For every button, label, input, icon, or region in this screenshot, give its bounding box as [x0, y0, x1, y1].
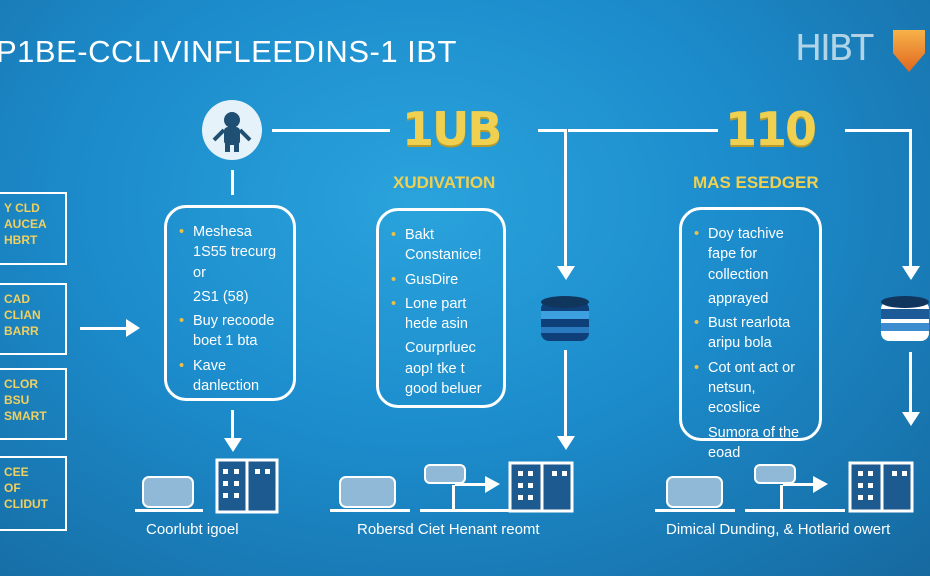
arrow-down-icon — [557, 436, 575, 450]
left-box-2: CAD CLIAN BARR — [0, 283, 67, 355]
box-item: Courprluec aop! tke t good beluer — [405, 340, 482, 398]
arrow-down-icon — [902, 266, 920, 280]
left-box-line: SMART — [4, 409, 47, 424]
caption-1: Coorlubt igoel — [146, 521, 239, 538]
left-box-line: AUCEA — [4, 217, 47, 232]
connector-line — [845, 129, 911, 132]
building-icon — [508, 461, 574, 513]
left-box-4: CEE OF CLIDUT — [0, 456, 67, 531]
step-box-3: Doy tachive fape for collection apprayed… — [679, 207, 822, 461]
connector-line — [538, 129, 566, 132]
building-icon — [848, 461, 914, 513]
box-item: Bakt Constanice! — [391, 225, 491, 266]
laptop-icon — [330, 476, 410, 512]
box-item: Kave danlection — [179, 356, 281, 397]
connector-line — [564, 350, 567, 438]
left-box-line: CLIDUT — [4, 497, 48, 512]
device-group-2 — [330, 461, 574, 513]
logo: HIBT — [795, 28, 873, 69]
connector-line — [272, 129, 390, 132]
connector-line — [564, 129, 567, 269]
left-box-line: BSU — [4, 393, 30, 408]
caption-3: Dimical Dunding, & Hotlarid owert — [666, 521, 891, 538]
laptop-icon — [135, 476, 203, 512]
box-item: Cot ont act or netsun, ecoslice — [694, 358, 807, 419]
left-box-line: OF — [4, 481, 21, 496]
column-3-subheading: MAS ESEDGER — [693, 173, 819, 192]
page-title: P1BE-CCLIVINFLEEDINS-1 IBT — [0, 34, 457, 69]
device-group-3 — [655, 461, 914, 513]
box-item: Bust rearlota aripu bola — [694, 313, 807, 354]
box-item: Sumora of the eoad — [708, 424, 800, 461]
column-2-heading: 1UB — [402, 102, 502, 156]
kiosk-icon — [420, 464, 510, 512]
left-box-line: BARR — [4, 324, 39, 339]
arrow-down-icon — [902, 412, 920, 426]
arrow-right-icon — [126, 319, 140, 337]
connector-line — [568, 129, 718, 132]
box-item: 2S1 (58) — [193, 288, 249, 305]
connector-line — [909, 129, 912, 269]
box-item: Lone part hede asin — [391, 294, 491, 335]
arrow-down-icon — [557, 266, 575, 280]
shield-icon — [893, 30, 925, 72]
kiosk-icon — [745, 464, 845, 512]
box-item: Buy recoode boet 1 bta — [179, 311, 281, 352]
arrow-down-icon — [224, 438, 242, 452]
connector-line — [231, 170, 234, 195]
box-item: apprayed — [708, 290, 769, 307]
step-box-1: Meshesa 1S55 trecurg or 2S1 (58) Buy rec… — [164, 205, 296, 401]
box-item: Meshesa 1S55 trecurg or — [179, 222, 281, 283]
column-2-subheading: XUDIVATION — [393, 173, 496, 192]
caption-2: Robersd Ciet Henant reomt — [357, 521, 540, 538]
device-group-1 — [135, 458, 279, 514]
left-box-3: CLOR BSU SMART — [0, 368, 67, 440]
box-item: GusDire — [391, 270, 491, 291]
left-box-line: CEE — [4, 465, 29, 479]
database-icon — [880, 295, 930, 347]
left-box-1: Y CLD AUCEA HBRT — [0, 192, 67, 265]
laptop-icon — [655, 476, 735, 512]
person-icon — [202, 100, 262, 160]
connector-line — [80, 327, 128, 330]
building-icon — [215, 458, 279, 514]
connector-line — [231, 410, 234, 440]
column-3-heading: 110 — [725, 102, 817, 156]
step-box-2: Bakt Constanice! GusDire Lone part hede … — [376, 208, 506, 408]
connector-line — [909, 352, 912, 414]
left-box-line: HBRT — [4, 233, 38, 248]
left-box-line: CAD — [4, 292, 30, 306]
left-box-line: Y CLD — [4, 201, 40, 215]
box-item: Doy tachive fape for collection — [694, 224, 807, 285]
left-box-line: CLOR — [4, 377, 38, 391]
database-icon — [540, 295, 590, 347]
left-box-line: CLIAN — [4, 308, 41, 323]
